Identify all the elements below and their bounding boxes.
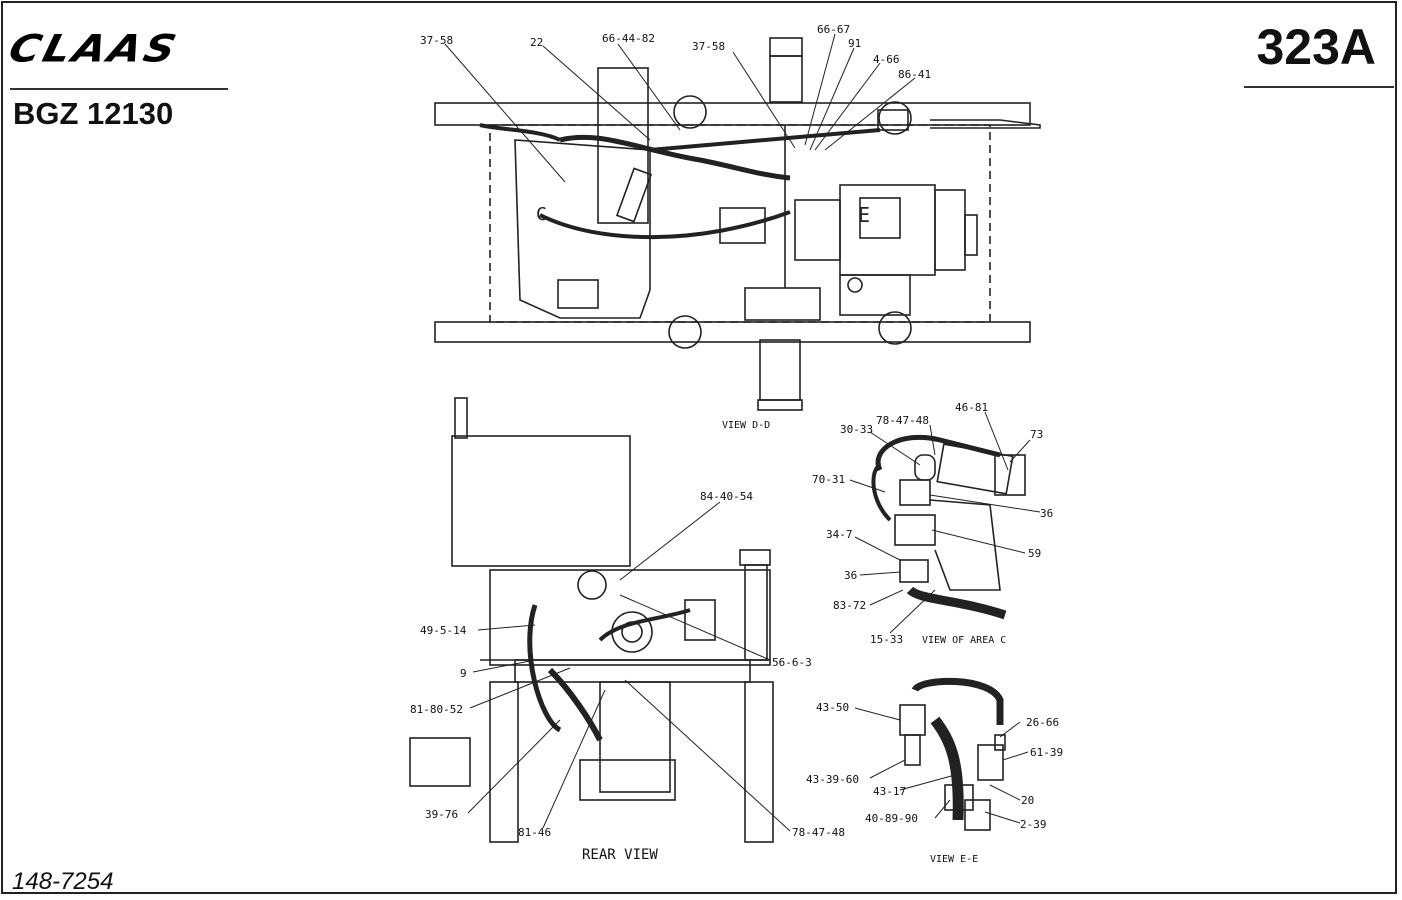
view-title: VIEW D-D (722, 420, 770, 431)
callout: 78-47-48 (792, 826, 845, 839)
callout: 56-6-3 (772, 656, 812, 669)
callout: 43-17 (873, 785, 906, 798)
callout: 15-33 (870, 633, 903, 646)
callout: 46-81 (955, 401, 988, 414)
callout: 9 (460, 667, 467, 680)
svg-text:E: E (858, 203, 870, 227)
callout: 78-47-48 (876, 414, 929, 427)
callout: 39-76 (425, 808, 458, 821)
page-number: 323A (1256, 19, 1376, 75)
callout: 84-40-54 (700, 490, 753, 503)
callout: 43-50 (816, 701, 849, 714)
callout: 83-72 (833, 599, 866, 612)
callout: 22 (530, 36, 543, 49)
callout: 34-7 (826, 528, 853, 541)
callout: 91 (848, 37, 861, 50)
callout: 30-33 (840, 423, 873, 436)
area-c-view (871, 434, 1026, 620)
callout: 36 (844, 569, 857, 582)
callout: 4-66 (873, 53, 900, 66)
view-title: REAR VIEW (582, 847, 658, 863)
callout: 86-41 (898, 68, 931, 81)
callout: 20 (1021, 794, 1034, 807)
callout: 73 (1030, 428, 1043, 441)
callout: 2-39 (1020, 818, 1047, 831)
leader-lines (444, 33, 1041, 832)
top-view: E C (434, 37, 1041, 411)
callout: 26-66 (1026, 716, 1059, 729)
callout: 70-31 (812, 473, 845, 486)
callout: 49-5-14 (420, 624, 467, 637)
callout: 37-58 (420, 34, 453, 47)
view-title: VIEW OF AREA C (922, 635, 1006, 646)
model-number: BGZ 12130 (13, 96, 174, 131)
callout: 81-46 (518, 826, 551, 839)
callout: 40-89-90 (865, 812, 918, 825)
document-number: 148-7254 (12, 868, 114, 895)
svg-text:C: C (536, 204, 547, 225)
brand-underline (10, 88, 228, 90)
callout: 36 (1040, 507, 1053, 520)
callout: 37-58 (692, 40, 725, 53)
view-title: VIEW E-E (930, 854, 978, 865)
ec-view (899, 677, 1006, 831)
page-number-underline (1244, 86, 1394, 88)
callout: 43-39-60 (806, 773, 859, 786)
callout: 61-39 (1030, 746, 1063, 759)
callout: 66-44-82 (602, 32, 655, 45)
rear-view (409, 397, 774, 843)
callout: 59 (1028, 547, 1041, 560)
callout: 81-80-52 (410, 703, 463, 716)
callout: 66-67 (817, 23, 850, 36)
